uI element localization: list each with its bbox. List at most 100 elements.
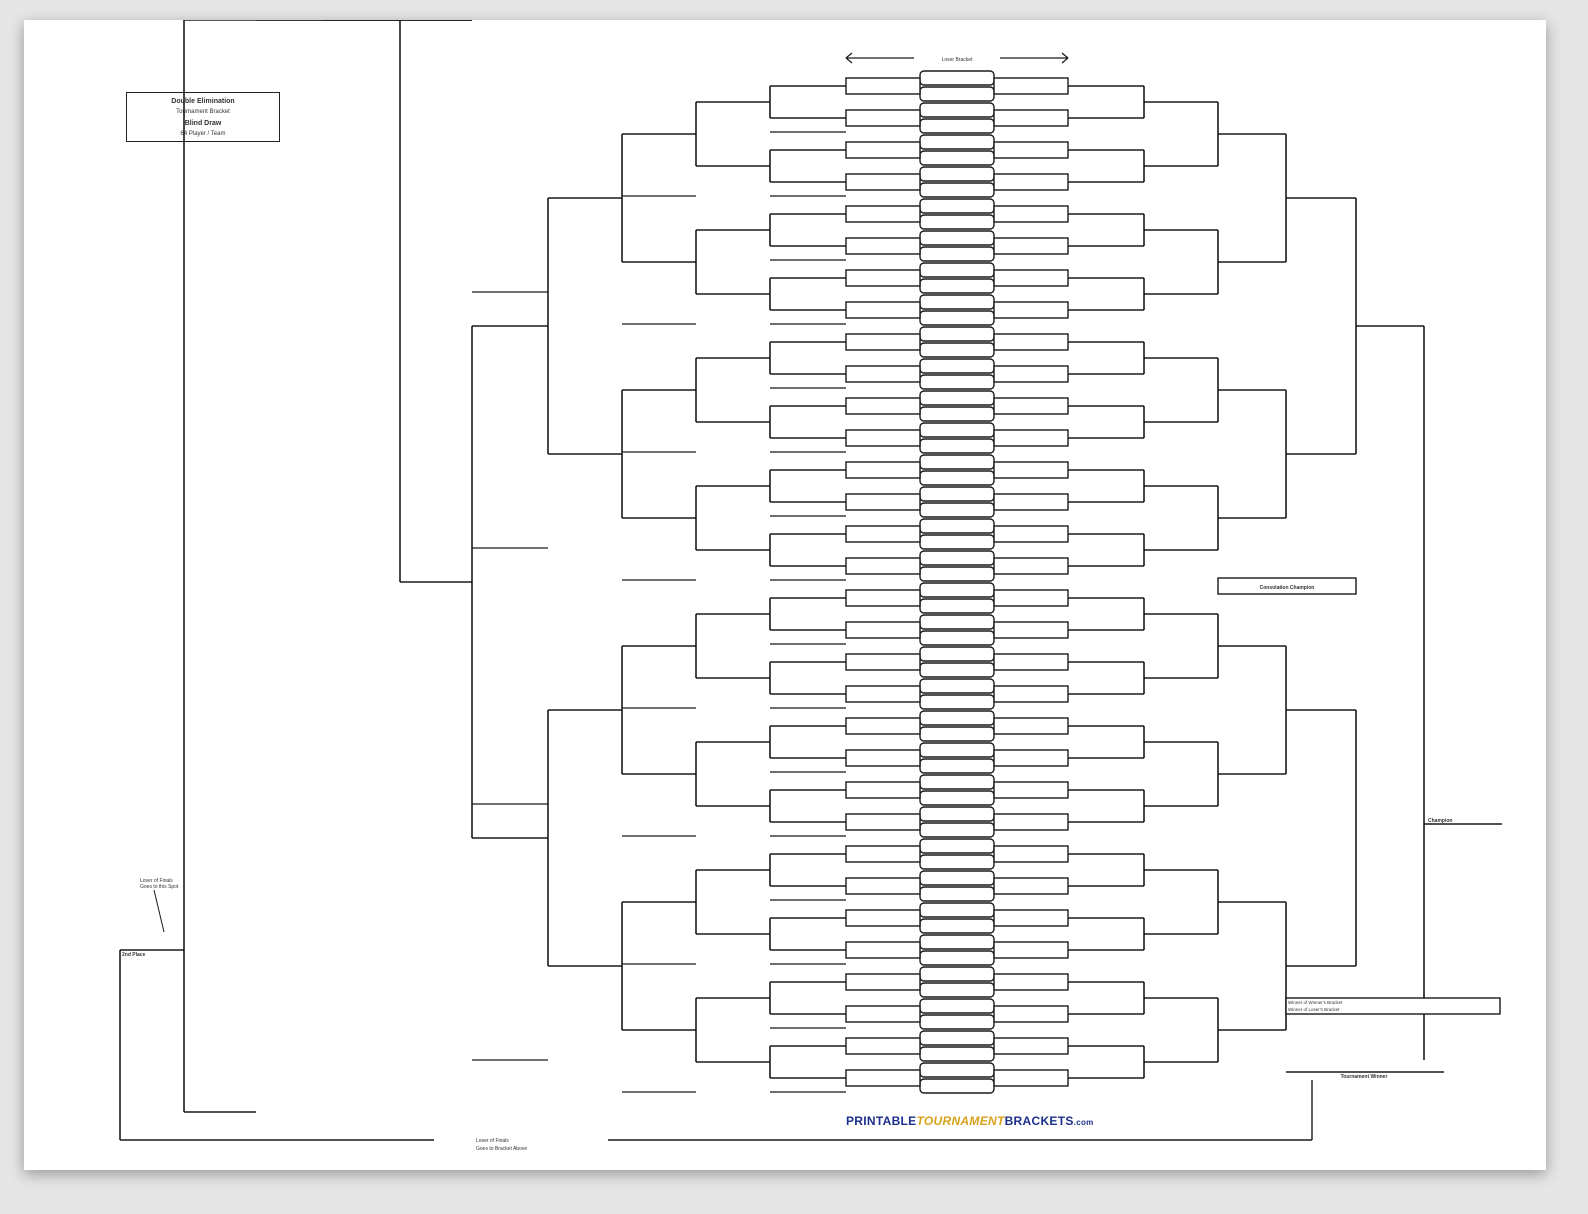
player-slot: [919, 294, 995, 310]
right-pair-box: [993, 941, 1069, 959]
right-pair-box: [993, 621, 1069, 639]
left-pair-box: [845, 397, 921, 415]
player-slot: [919, 566, 995, 582]
right-pair-box: [993, 333, 1069, 351]
winner-note-line-2: Winner of Loser's Bracket: [1288, 1007, 1340, 1012]
right-pair-box: [993, 493, 1069, 511]
left-pair-box: [845, 973, 921, 991]
right-pair-box: [993, 301, 1069, 319]
left-pair-box: [845, 557, 921, 575]
player-slot: [919, 102, 995, 118]
right-pair-box: [993, 109, 1069, 127]
logo-part-3: BRACKETS: [1004, 1114, 1074, 1128]
player-slot: [919, 982, 995, 998]
header-label: Loser Bracket: [942, 57, 973, 63]
left-pair-box: [845, 141, 921, 159]
player-slot: [919, 822, 995, 838]
header-arrow-left: [845, 52, 853, 59]
player-slot: [919, 774, 995, 790]
overall-winner-label: Tournament Winner: [1341, 1074, 1388, 1080]
left-pair-box: [845, 653, 921, 671]
right-pair-box: [993, 845, 1069, 863]
right-pair-box: [993, 1005, 1069, 1023]
right-pair-box: [993, 781, 1069, 799]
left-pair-box: [845, 781, 921, 799]
right-pair-box: [993, 685, 1069, 703]
left-pair-box: [845, 877, 921, 895]
player-slot: [919, 998, 995, 1014]
left-pair-box: [845, 749, 921, 767]
player-slot: [919, 614, 995, 630]
player-slot: [919, 310, 995, 326]
player-slot: [919, 278, 995, 294]
left-pair-box: [845, 845, 921, 863]
logo-part-4: .com: [1073, 1118, 1094, 1127]
player-slot: [919, 790, 995, 806]
player-slot: [919, 438, 995, 454]
left-pair-box: [845, 941, 921, 959]
player-slot: [919, 454, 995, 470]
left-pair-box: [845, 909, 921, 927]
left-pair-box: [845, 237, 921, 255]
left-pair-box: [845, 301, 921, 319]
player-slot: [919, 758, 995, 774]
player-slot: [919, 646, 995, 662]
consolation-label: Consolation Champion: [1260, 585, 1315, 591]
right-pair-box: [993, 973, 1069, 991]
left-pair-box: [845, 1037, 921, 1055]
player-slot: [919, 390, 995, 406]
right-pair-box: [993, 653, 1069, 671]
player-slot: [919, 86, 995, 102]
player-slot: [919, 902, 995, 918]
player-slot: [919, 326, 995, 342]
right-pair-box: [993, 429, 1069, 447]
left-pair-box: [845, 589, 921, 607]
right-pair-box: [993, 461, 1069, 479]
title-box: Double Elimination Tournament Bracket Bl…: [126, 92, 280, 142]
left-pair-box: [845, 1005, 921, 1023]
right-pair-box: [993, 557, 1069, 575]
right-pair-box: [993, 749, 1069, 767]
title-line-3: Blind Draw: [184, 120, 222, 127]
right-pair-box: [993, 141, 1069, 159]
left-pair-box: [845, 333, 921, 351]
left-pair-box: [845, 1069, 921, 1087]
left-pair-box: [845, 461, 921, 479]
right-pair-box: [993, 813, 1069, 831]
player-slot: [919, 838, 995, 854]
player-slot: [919, 182, 995, 198]
player-slot: [919, 230, 995, 246]
right-pair-box: [993, 237, 1069, 255]
left-pair-box: [845, 813, 921, 831]
winner-box: [1285, 997, 1501, 1015]
left-pair-box: [845, 269, 921, 287]
site-logo: PRINTABLETOURNAMENTBRACKETS.com: [846, 1114, 1094, 1128]
player-slot: [919, 214, 995, 230]
winner-note-line-1: Winner of Winner's Bracket: [1288, 1000, 1343, 1005]
player-slot: [919, 710, 995, 726]
left-pair-box: [845, 77, 921, 95]
player-slot: [919, 374, 995, 390]
player-slot: [919, 662, 995, 678]
bracket-sheet: Double Elimination Tournament Bracket Bl…: [24, 20, 1546, 1170]
header-arrow-right: [1061, 57, 1069, 64]
second-place-label: 2nd Place: [122, 952, 146, 958]
left-pair-box: [845, 365, 921, 383]
left-pair-box: [845, 525, 921, 543]
left-pair-box: [845, 205, 921, 223]
player-slot: [919, 134, 995, 150]
player-slot: [919, 150, 995, 166]
player-slot: [919, 678, 995, 694]
right-pair-box: [993, 909, 1069, 927]
left-pair-box: [845, 717, 921, 735]
player-slot: [919, 1046, 995, 1062]
player-slot: [919, 694, 995, 710]
player-slot: [919, 246, 995, 262]
right-pair-box: [993, 589, 1069, 607]
right-pair-box: [993, 1069, 1069, 1087]
right-pair-box: [993, 269, 1069, 287]
player-slot: [919, 742, 995, 758]
player-slot: [919, 630, 995, 646]
right-pair-box: [993, 717, 1069, 735]
